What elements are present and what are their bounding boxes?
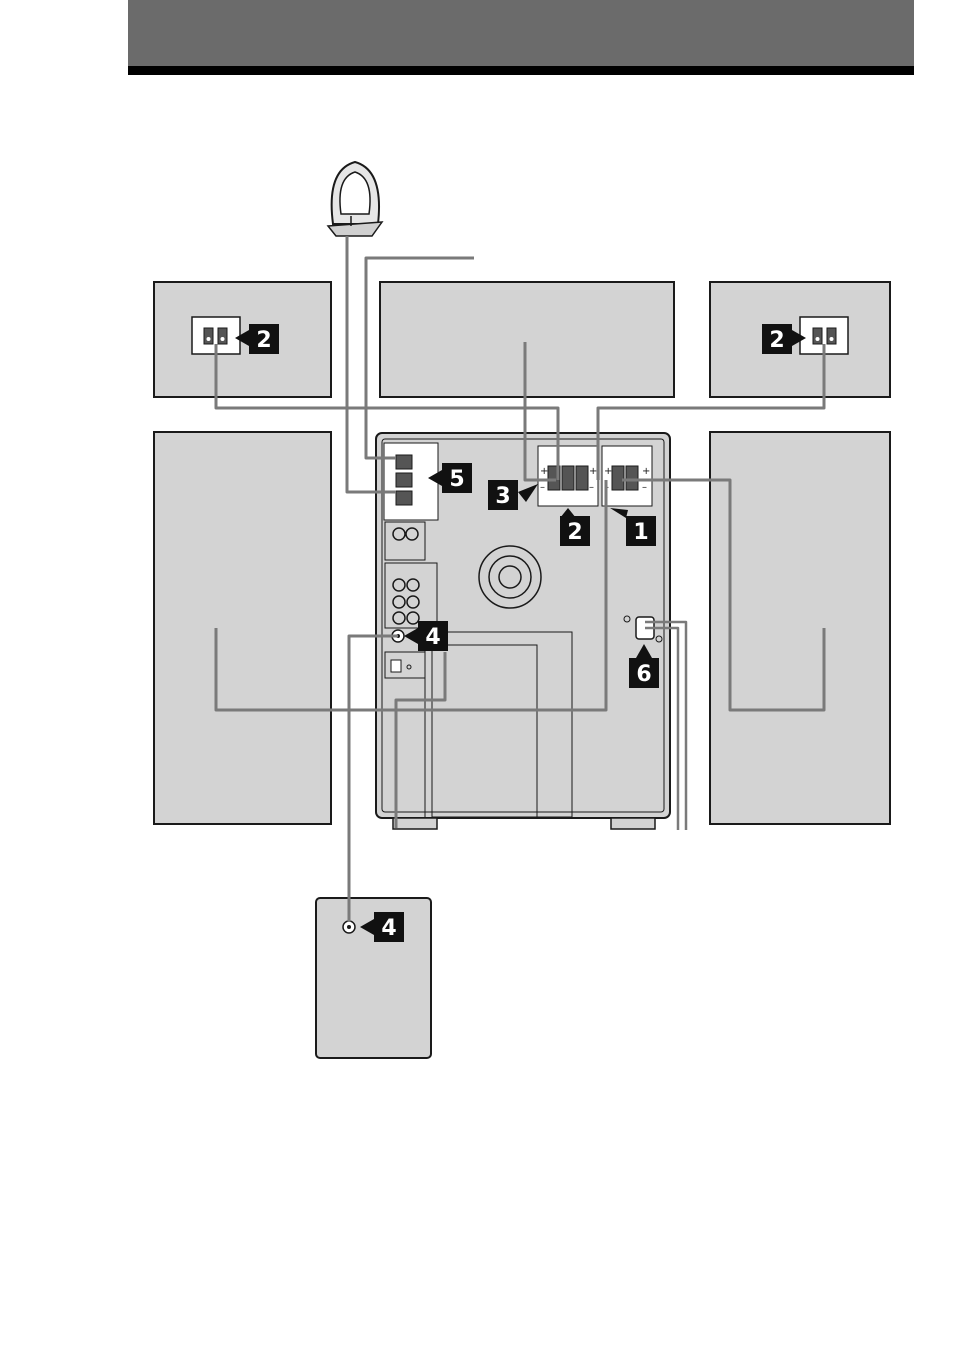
svg-text:3: 3 — [495, 484, 510, 509]
plus-mark-b: + — [589, 466, 597, 477]
svg-text:2: 2 — [567, 520, 582, 545]
svg-text:4: 4 — [381, 916, 396, 941]
svg-text:5: 5 — [449, 467, 464, 492]
plus-mark-d: + — [642, 466, 650, 477]
svg-text:6: 6 — [636, 662, 651, 687]
svg-text:1: 1 — [633, 520, 648, 545]
plus-mark-c: + — [604, 466, 612, 477]
minus-mark-a: – — [540, 482, 545, 493]
right-speaker-body — [710, 432, 890, 824]
left-speaker-body — [154, 432, 331, 824]
svg-text:2: 2 — [256, 328, 271, 353]
am-loop-antenna — [328, 162, 382, 236]
minus-mark-b: – — [589, 482, 594, 493]
center-panel — [380, 282, 674, 397]
svg-text:2: 2 — [769, 328, 784, 353]
plus-mark-a: + — [540, 466, 548, 477]
minus-mark-d: – — [642, 482, 647, 493]
svg-text:4: 4 — [425, 625, 440, 650]
